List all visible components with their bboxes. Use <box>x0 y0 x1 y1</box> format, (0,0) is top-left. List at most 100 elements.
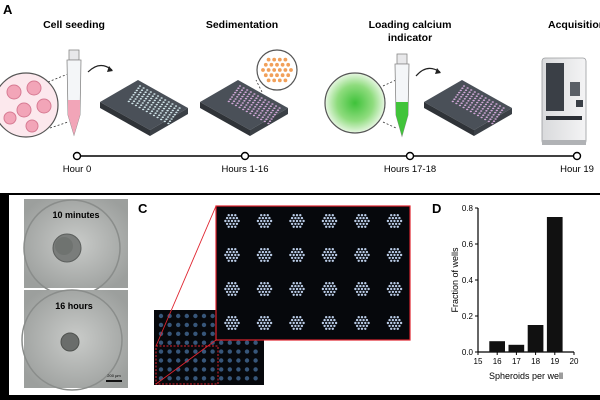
spheroid-spot <box>360 287 364 291</box>
zoomed-well <box>256 282 273 296</box>
plate-well <box>472 99 475 102</box>
plate-well <box>266 116 270 118</box>
plate-well <box>158 114 161 116</box>
plate-well <box>480 110 483 112</box>
plate-well-spot <box>210 358 215 363</box>
plate-well <box>245 104 248 106</box>
plate-well <box>252 108 255 110</box>
plate-well-spot <box>210 367 215 372</box>
spheroid-spot <box>355 222 359 226</box>
spheroid-spot <box>357 259 360 262</box>
plate-well <box>478 112 481 114</box>
spheroid-dot <box>275 73 279 78</box>
spheroid-spot <box>323 256 326 260</box>
plate-well <box>270 111 273 114</box>
spheroid-spot <box>258 324 261 328</box>
spheroid-spot <box>329 324 333 328</box>
spheroid-dot <box>283 78 288 83</box>
plate-well <box>175 111 178 114</box>
panel-a: A Cell seeding Sedimentation Loading cal… <box>0 0 600 193</box>
plate-well <box>278 107 281 109</box>
spheroid-spot <box>234 282 237 285</box>
spheroid-spot <box>325 219 328 223</box>
spheroid-dot <box>263 62 268 67</box>
spheroid-spot <box>234 316 237 319</box>
spheroid-spot <box>300 318 304 322</box>
plate-well <box>161 110 164 112</box>
spheroid-spot <box>292 248 295 251</box>
spheroid-spot <box>260 287 263 291</box>
plate-well <box>485 116 488 118</box>
spheroid-spot <box>331 293 334 296</box>
plate-well <box>260 103 264 106</box>
plate-well <box>263 120 266 123</box>
plate-well <box>460 96 463 98</box>
timeline-marker <box>72 151 82 161</box>
plate-well <box>239 91 242 94</box>
plate-well-spot <box>201 331 207 336</box>
spheroid-spot <box>229 250 232 254</box>
caption-16-hours: 16 hours <box>55 301 93 311</box>
spheroid-spot <box>260 316 263 319</box>
spheroid-spot <box>364 282 367 285</box>
plate-well <box>492 114 495 116</box>
y-tick-label: 0.4 <box>462 276 474 285</box>
plate-well <box>456 94 459 96</box>
plate-well-spot <box>193 376 198 381</box>
plate-well <box>137 93 140 96</box>
plate-well <box>238 85 242 87</box>
spheroid-spot <box>258 216 261 220</box>
plate-well-spot <box>210 349 215 354</box>
plate-well-spot <box>219 358 224 363</box>
plate-well-spot <box>201 313 207 319</box>
spheroid-dot <box>277 78 282 83</box>
spheroid-dot <box>272 78 277 83</box>
spheroid-spot <box>391 284 395 288</box>
spheroid-spot <box>260 248 263 251</box>
plate-well-spot <box>201 340 207 345</box>
spheroid-spot <box>398 284 401 288</box>
plate-well <box>461 93 464 96</box>
spheroid-spot <box>234 225 237 228</box>
spheroid-spot <box>290 250 294 254</box>
plate-well <box>141 95 144 98</box>
spheroid-spot <box>229 256 232 260</box>
spheroid-spot <box>232 318 235 322</box>
spheroid-spot <box>398 256 401 260</box>
plate-well <box>170 111 173 114</box>
plate-well <box>256 95 260 97</box>
spheroid-spot <box>227 287 230 291</box>
plate-well <box>232 94 235 96</box>
plate-well <box>268 107 271 110</box>
spheroid-spot <box>234 248 237 251</box>
spheroid-spot <box>328 287 331 291</box>
spheroid-spot <box>292 225 295 228</box>
plate-well <box>484 103 488 106</box>
plate-well <box>236 96 239 98</box>
spheroid-spot <box>329 256 333 260</box>
plate-well <box>234 98 237 100</box>
spheroid-spot <box>300 216 304 220</box>
spheroid-dot <box>286 62 291 67</box>
spheroid-spot <box>229 324 232 328</box>
spheroid-spot <box>295 219 299 223</box>
spheroid-spot <box>229 290 232 294</box>
spheroid-spot <box>333 290 336 294</box>
spheroid-spot <box>365 290 369 294</box>
plate-well <box>254 112 257 114</box>
spheroid-spot <box>365 216 369 220</box>
plate-well <box>156 95 160 97</box>
spheroid-spot <box>230 253 234 257</box>
spheroid-spot <box>360 282 364 285</box>
spheroid-spot <box>323 222 326 226</box>
plate-well <box>245 110 248 113</box>
plate-well <box>150 104 153 106</box>
plate-well <box>465 95 468 98</box>
spheroid-dot <box>266 57 271 62</box>
plate-well <box>160 118 163 121</box>
spheroid-spot <box>362 256 365 260</box>
spheroid-spot <box>268 250 271 254</box>
timeline-label-hour-19: Hour 19 <box>560 164 594 175</box>
plate-well <box>466 108 469 111</box>
spheroid-spot <box>227 219 230 223</box>
